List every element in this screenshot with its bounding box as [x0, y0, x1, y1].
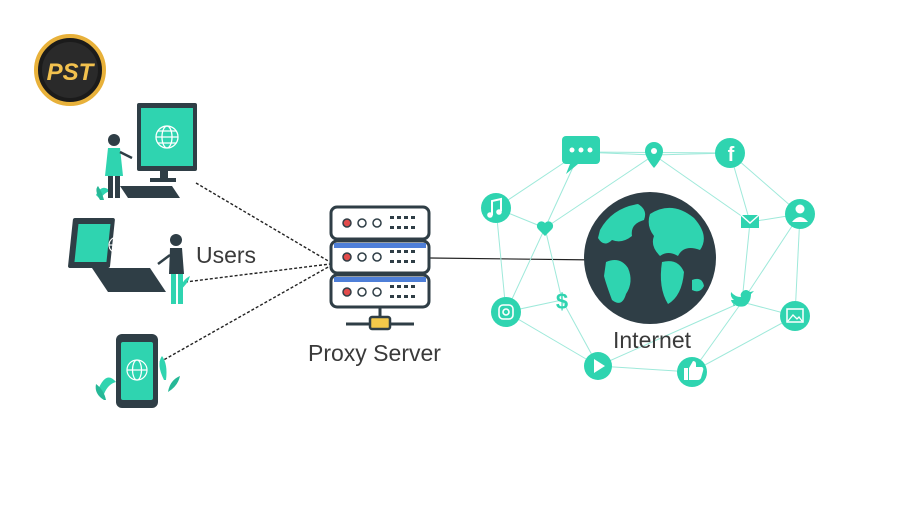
dollar-icon: $ — [556, 289, 568, 314]
globe-icon — [155, 125, 179, 149]
music-note-icon — [481, 193, 511, 223]
heart-icon — [536, 221, 554, 236]
facebook-icon: f — [715, 138, 745, 168]
logo-text: PST — [47, 59, 96, 86]
server-icon — [329, 205, 431, 331]
mail-icon — [740, 214, 760, 228]
instagram-icon — [491, 297, 521, 327]
thumbs-up-icon — [677, 357, 707, 387]
location-pin-icon — [645, 142, 663, 168]
proxy-server-label: Proxy Server — [308, 340, 441, 366]
svg-text:$: $ — [556, 289, 568, 314]
phone-user — [95, 334, 180, 408]
internet-label: Internet — [613, 327, 691, 353]
globe-icon — [584, 192, 716, 324]
users-label: Users — [196, 242, 257, 268]
play-icon — [584, 352, 612, 380]
chat-icon — [562, 136, 600, 174]
desktop-user — [96, 103, 197, 200]
user-icon — [785, 199, 815, 229]
brand-logo: PST — [34, 34, 106, 106]
server-to-internet-line — [429, 257, 601, 261]
laptop-user — [68, 218, 190, 304]
internet-network: f $ — [481, 136, 815, 387]
svg-text:f: f — [728, 144, 735, 166]
connection-lines — [159, 182, 331, 363]
twitter-icon — [730, 290, 754, 307]
image-icon — [780, 301, 810, 331]
